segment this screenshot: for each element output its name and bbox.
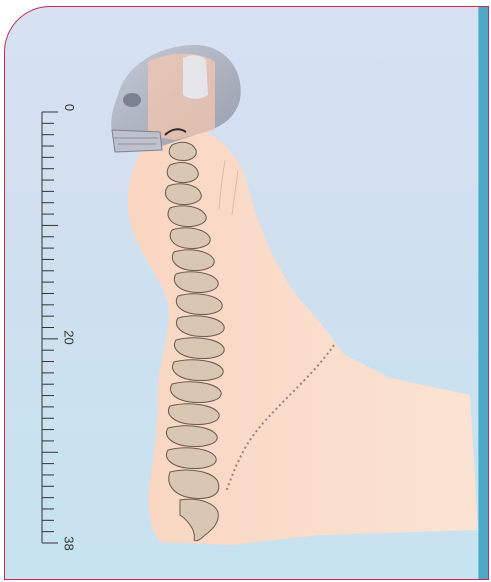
ruler-label-0: 0 <box>62 104 77 111</box>
ruler-label-38: 38 <box>62 536 77 550</box>
vertical-ruler <box>42 112 58 543</box>
skull <box>111 45 241 152</box>
ruler-label-20: 20 <box>62 330 77 344</box>
